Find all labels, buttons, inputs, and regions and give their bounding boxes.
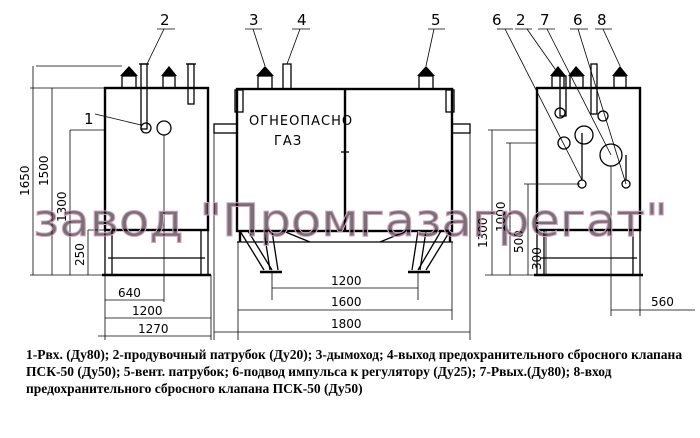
callout-5: 5	[431, 11, 441, 29]
pipe-left-2	[187, 63, 195, 105]
right-dimensions: 1300 1000 500 300 560	[476, 129, 695, 316]
callout-3: 3	[249, 11, 259, 29]
dim-500: 500	[512, 230, 526, 253]
callout-2-right: 2	[516, 11, 526, 29]
callout-6-right: 6	[573, 11, 583, 29]
callout-8: 8	[597, 11, 607, 29]
callout-1: 1	[84, 110, 94, 128]
vent-pipe	[418, 75, 434, 90]
sign-line-1: ОГНЕОПАСНО	[249, 114, 353, 129]
callout-4: 4	[297, 11, 307, 29]
watermark: завод "Промгазагрегат"	[33, 194, 668, 247]
dim-1650: 1650	[18, 165, 32, 196]
left-cabinet-body	[103, 86, 210, 232]
callout-6-left: 6	[492, 11, 502, 29]
inlet-pipe-side	[213, 123, 238, 134]
dim-1300-right: 1300	[476, 217, 490, 248]
dim-1800: 1800	[331, 317, 362, 331]
dim-1600: 1600	[331, 295, 362, 309]
legend-text: 1-Рвх. (Ду80); 2-продувочный патрубок (Д…	[26, 347, 683, 396]
dim-1000: 1000	[494, 201, 508, 232]
chimney-left	[121, 75, 137, 89]
dim-300: 300	[530, 247, 544, 270]
dim-1200-center: 1200	[331, 274, 362, 288]
inlet-port-large	[156, 120, 172, 136]
dim-640: 640	[118, 286, 141, 300]
center-view: ОГНЕОПАСНО ГАЗ 3 4	[213, 11, 471, 274]
technical-drawing: 1 2 1650 1500 1300 250 640 1200 1270	[18, 11, 695, 340]
outlet-pipe-side	[451, 123, 471, 134]
dim-1200-left: 1200	[132, 304, 163, 318]
purge-pipe-left	[140, 63, 148, 130]
chimney-cap-left	[120, 66, 138, 76]
dim-1500: 1500	[37, 155, 51, 186]
sign-line-2: ГАЗ	[274, 134, 302, 149]
callout-2-left: 2	[160, 11, 170, 29]
psk-outlet	[282, 63, 292, 90]
inlet-port-small	[140, 122, 152, 134]
chimney-center	[257, 75, 273, 90]
center-dimensions: 1200 1600 1800	[213, 133, 471, 340]
dim-250: 250	[73, 243, 87, 266]
right-cabinet-body	[535, 86, 642, 232]
dim-1270: 1270	[138, 322, 169, 336]
callout-7: 7	[540, 11, 550, 29]
left-view: 1 2	[84, 11, 211, 277]
right-view: 6 2 7 6 8	[492, 11, 643, 277]
dim-1300-left: 1300	[55, 191, 69, 222]
dim-560: 560	[651, 295, 674, 309]
left-dimensions: 1650 1500 1300 250 640 1200 1270	[18, 65, 212, 340]
